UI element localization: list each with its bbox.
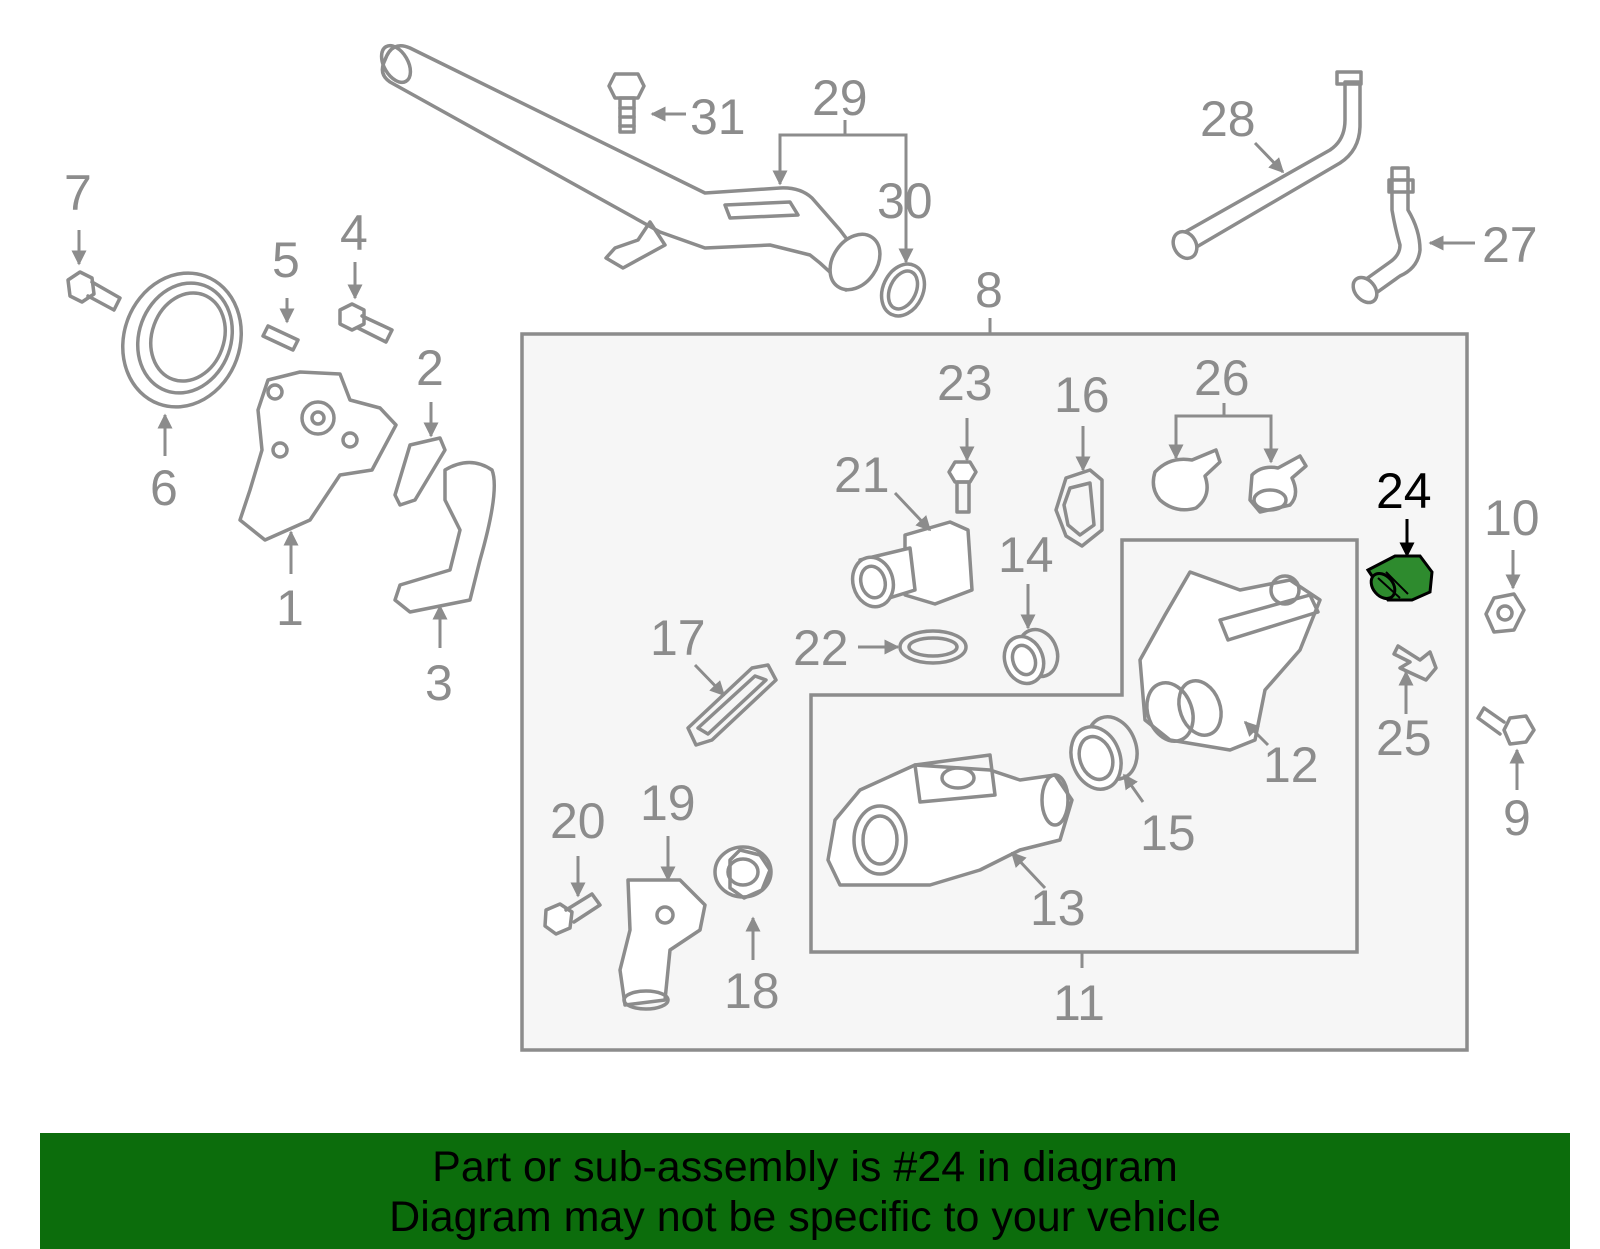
callout-31: 31 (690, 89, 746, 145)
callout-25: 25 (1376, 710, 1432, 766)
callout-6: 6 (150, 460, 178, 516)
callout-19: 19 (640, 775, 696, 831)
bolt-part-9 (1476, 706, 1536, 746)
o-ring-part-30 (879, 262, 927, 318)
callout-8: 8 (975, 262, 1003, 318)
callout-21: 21 (834, 447, 890, 503)
callout-2: 2 (416, 340, 444, 396)
callout-9: 9 (1503, 790, 1531, 846)
hose-part-28 (1171, 70, 1363, 261)
gasket-part-2 (393, 436, 447, 507)
callout-5: 5 (272, 232, 300, 288)
hose-part-27 (1351, 166, 1422, 305)
seal-part-14 (1002, 627, 1060, 686)
callout-20: 20 (550, 793, 606, 849)
callout-13: 13 (1030, 880, 1086, 936)
callout-22: 22 (793, 620, 849, 676)
bolt-part-7 (66, 270, 122, 312)
callout-18: 18 (724, 963, 780, 1019)
callout-11: 11 (1053, 975, 1105, 1031)
housing-part-21 (850, 520, 974, 609)
bolt-part-23 (947, 460, 978, 514)
o-ring-part-22 (898, 629, 968, 665)
banner-line-1: Part or sub-assembly is #24 in diagram (432, 1143, 1178, 1191)
fittings-part-26 (1151, 448, 1308, 514)
bolt-part-4 (338, 302, 394, 344)
case-part-13 (826, 753, 1074, 887)
housing-part-12 (1138, 570, 1322, 752)
callout-15: 15 (1140, 805, 1196, 861)
callout-7: 7 (64, 165, 92, 221)
callout-30: 30 (877, 173, 933, 229)
seal-part-15 (1069, 715, 1139, 791)
callout-14: 14 (998, 527, 1054, 583)
callout-17: 17 (650, 610, 706, 666)
callout-23: 23 (937, 355, 993, 411)
callout-1: 1 (276, 580, 304, 636)
callout-16: 16 (1054, 367, 1110, 423)
callout-28: 28 (1200, 91, 1256, 147)
gasket-part-16 (1054, 468, 1104, 548)
sensor-part-24-highlighted (1365, 554, 1434, 602)
water-pipe-part-29 (379, 43, 882, 292)
callout-26: 26 (1194, 350, 1250, 406)
pulley-part-6 (120, 271, 244, 409)
banner-line-2: Diagram may not be specific to your vehi… (389, 1193, 1221, 1241)
thermostat-part-18 (713, 845, 773, 900)
gasket-part-3 (393, 460, 497, 614)
bolt-part-31 (607, 72, 646, 134)
callout-4: 4 (340, 205, 368, 261)
callout-10: 10 (1484, 490, 1540, 546)
callout-24-highlighted: 24 (1376, 463, 1432, 519)
water-pump-part-1 (238, 370, 398, 542)
nut-part-10 (1484, 592, 1526, 634)
info-banner: Part or sub-assembly is #24 in diagram D… (40, 1133, 1570, 1249)
outlet-part-19 (618, 878, 707, 1011)
bolt-part-20 (543, 892, 602, 936)
clip-part-25 (1392, 644, 1438, 682)
gasket-part-17 (686, 663, 778, 747)
pin-part-5 (261, 324, 300, 352)
callout-12: 12 (1263, 737, 1319, 793)
callout-29: 29 (812, 70, 868, 126)
callout-3: 3 (425, 655, 453, 711)
callout-27: 27 (1482, 217, 1538, 273)
